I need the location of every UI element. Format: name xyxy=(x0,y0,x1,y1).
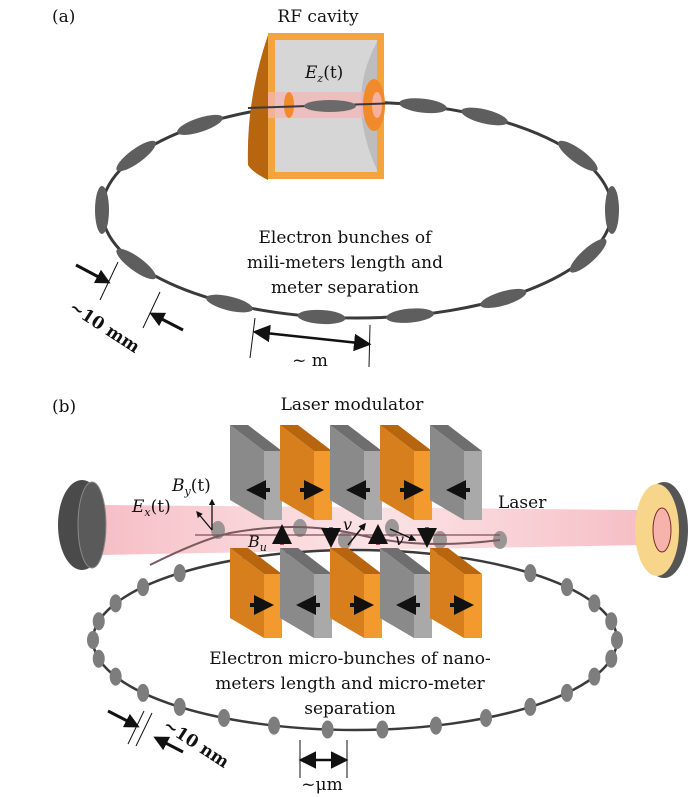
gray-magnet xyxy=(280,548,332,638)
caption-b-line-1: Electron micro-bunches of nano- xyxy=(209,649,491,669)
orange-magnet xyxy=(230,548,282,638)
laser-modulator-title: Laser modulator xyxy=(281,395,425,415)
micro-bunch xyxy=(433,531,447,549)
arrow-in-left xyxy=(75,263,111,284)
micro-bunch xyxy=(385,519,399,537)
micro-bunch xyxy=(109,594,122,613)
rf-cavity-title: RF cavity xyxy=(277,7,359,27)
micro-bunch xyxy=(588,667,601,686)
micro-bunch xyxy=(137,578,150,597)
mirror-aperture xyxy=(652,507,672,553)
electron-bunch xyxy=(558,140,598,172)
bunch-length-annotation-b: ~10 nm xyxy=(107,709,232,773)
micro-bunch xyxy=(92,612,105,631)
micro-bunch xyxy=(321,720,334,739)
top-magnet-array xyxy=(230,425,482,520)
rf-bunch xyxy=(304,100,356,112)
micro-bunch xyxy=(588,594,601,613)
micro-bunch xyxy=(605,649,618,668)
rf-cavity: Ez(t) xyxy=(247,33,401,180)
bunch-length-annotation-a: ~10 mm xyxy=(65,261,184,358)
micro-bunch xyxy=(605,612,618,631)
left-mirror xyxy=(58,480,107,570)
electron-bunch xyxy=(177,114,223,135)
arrow-in-right xyxy=(149,312,184,332)
micro-bunch xyxy=(524,697,537,716)
micro-bunch xyxy=(524,564,537,583)
electron-bunch xyxy=(206,294,253,313)
micro-bunch xyxy=(429,716,442,735)
caption-a-line-3: meter separation xyxy=(271,278,419,298)
by-label: By(t) xyxy=(171,476,211,498)
separation-annotation-a: ~ m xyxy=(249,317,372,371)
orange-magnet xyxy=(330,548,382,638)
micro-bunch xyxy=(560,683,573,702)
micro-bunch xyxy=(173,564,186,583)
micro-bunch xyxy=(560,578,573,597)
gray-magnet xyxy=(380,548,432,638)
orange-magnet xyxy=(380,425,432,520)
electron-bunch xyxy=(297,309,346,325)
field-ez-label: Ez(t) xyxy=(304,63,343,85)
caption-b-line-3: separation xyxy=(304,699,396,719)
micro-bunch xyxy=(268,716,281,735)
electron-bunch xyxy=(116,140,156,172)
gray-magnet xyxy=(330,425,382,520)
caption-a-line-2: mili-meters length and xyxy=(247,253,443,273)
panel-b-label: (b) xyxy=(52,397,76,417)
panel-b: (b) Laser modulator xyxy=(52,395,688,795)
panel-a: (a) RF cavity Ez(t) Electron bunches of … xyxy=(52,7,619,371)
separation-label-b: ~μm xyxy=(301,775,342,795)
separation-label-a: ~ m xyxy=(292,351,328,371)
micro-bunch xyxy=(173,697,186,716)
micro-bunch xyxy=(611,631,623,649)
micro-bunch xyxy=(109,667,122,686)
gray-magnet xyxy=(430,425,482,520)
electron-bunch xyxy=(386,308,434,323)
laser-label: Laser xyxy=(498,493,547,513)
electron-bunch xyxy=(605,186,619,234)
electron-bunch xyxy=(569,238,607,273)
micro-bunch xyxy=(480,708,492,727)
electron-bunch xyxy=(95,186,109,234)
orange-magnet xyxy=(280,425,332,520)
electron-bunches-a xyxy=(95,98,619,325)
rf-iris-left xyxy=(284,92,294,118)
panel-a-label: (a) xyxy=(52,7,75,27)
velocity-arrow xyxy=(347,522,366,546)
micro-bunch xyxy=(87,631,99,649)
caption-a-line-1: Electron bunches of xyxy=(259,228,434,248)
velocity-arrow xyxy=(389,528,417,542)
caption-b-line-2: meters length and micro-meter xyxy=(215,674,485,694)
micro-bunch xyxy=(92,649,105,668)
v-label: v xyxy=(395,530,404,549)
separation-arrow-a xyxy=(252,324,372,352)
electron-bunch xyxy=(399,98,447,114)
v-label: v xyxy=(343,515,352,534)
micro-bunch xyxy=(376,720,389,739)
electron-bunch xyxy=(461,107,508,126)
bunch-length-label-a: ~10 mm xyxy=(65,297,143,357)
right-mirror xyxy=(635,482,688,578)
gray-magnet xyxy=(230,425,282,520)
ex-vector xyxy=(196,511,213,531)
micro-bunch xyxy=(137,683,150,702)
orange-magnet xyxy=(430,548,482,638)
undulator-field-arrows xyxy=(272,524,437,548)
separation-annotation-b: ~μm xyxy=(298,740,349,795)
ex-label: Ex(t) xyxy=(131,497,171,519)
bottom-magnet-array xyxy=(230,548,482,638)
bu-label: Bu xyxy=(247,532,267,554)
electron-bunch xyxy=(116,248,156,280)
micro-bunch xyxy=(218,708,230,727)
em-field-vectors: By(t) Ex(t) xyxy=(131,476,216,531)
electron-bunch xyxy=(480,288,527,309)
